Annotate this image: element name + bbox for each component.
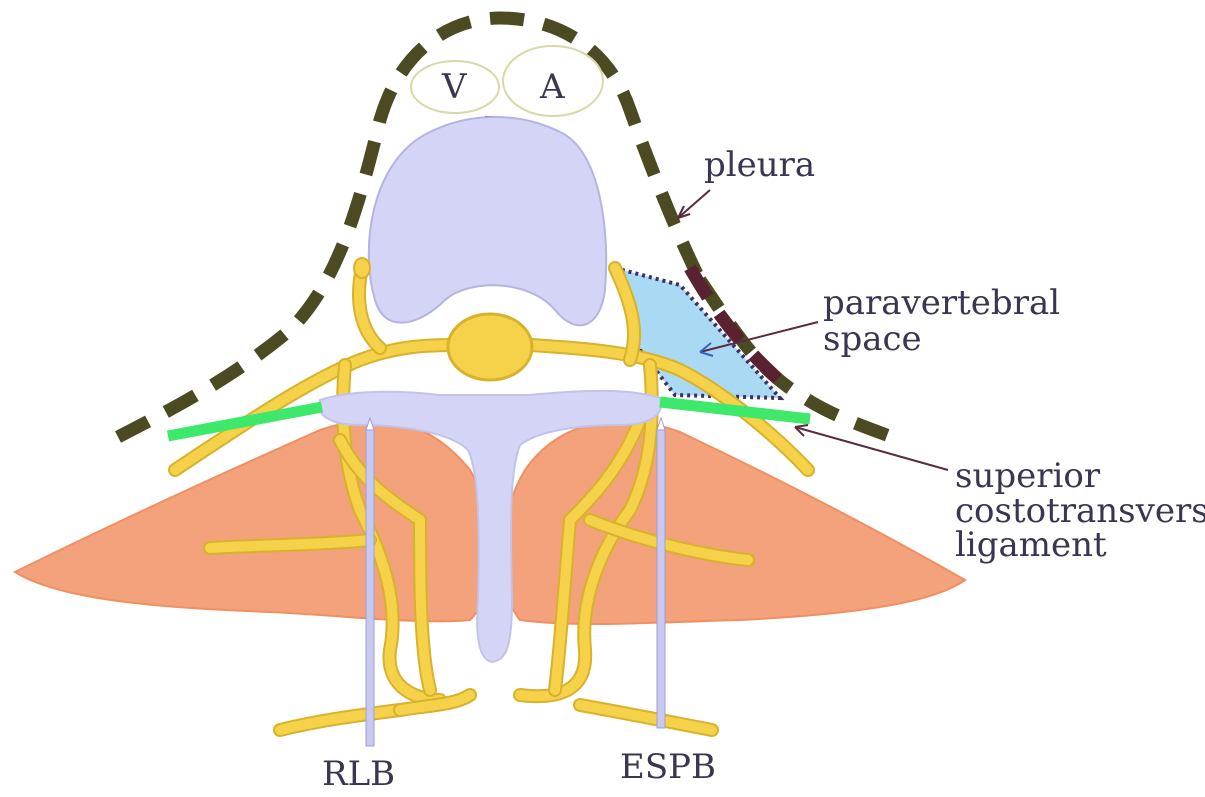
ligament-label-line3: ligament <box>955 525 1107 565</box>
rlb-label: RLB <box>322 754 395 792</box>
left-nerve-knob <box>354 258 370 278</box>
pleura-arrow <box>678 190 710 218</box>
ligament-label-line1: superior <box>955 456 1101 496</box>
needle-icon <box>657 418 665 728</box>
paravertebral-label-line2: space <box>823 319 922 359</box>
spinal-cord <box>448 314 532 380</box>
vertebral-body <box>369 117 606 325</box>
artery-label: A <box>539 67 565 107</box>
espb-label: ESPB <box>620 747 716 787</box>
vein-label: V <box>441 67 468 107</box>
pleura-label: pleura <box>704 145 815 185</box>
paravertebral-label-line1: paravertebral <box>823 283 1060 323</box>
needle-icon <box>366 418 374 746</box>
